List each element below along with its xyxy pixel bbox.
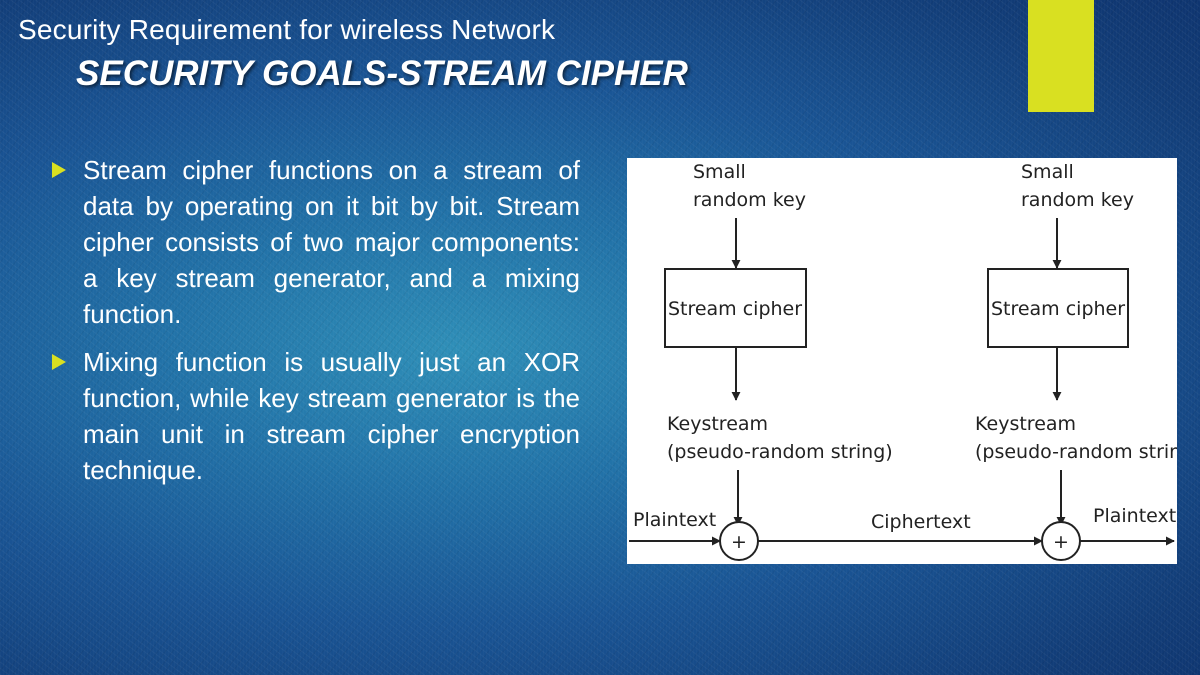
slide-title: SECURITY GOALS-STREAM CIPHER <box>76 54 688 93</box>
accent-bar <box>1028 0 1094 112</box>
stream-cipher-diagram: Small random key Stream cipher Keystream… <box>627 158 1177 564</box>
left-key-label-line1: Small <box>693 161 746 183</box>
triangle-right-icon <box>52 162 66 178</box>
right-xor-symbol: + <box>1053 531 1069 553</box>
bullet-item: Stream cipher functions on a stream of d… <box>48 152 580 332</box>
slide-subtitle: Security Requirement for wireless Networ… <box>18 14 556 45</box>
right-keystream-label-line1: Keystream <box>975 413 1076 435</box>
plaintext-in-label: Plaintext <box>633 509 716 531</box>
left-keystream-label-line1: Keystream <box>667 413 768 435</box>
left-keystream-label-line2: (pseudo-random string) <box>667 441 893 463</box>
left-stream-cipher-label: Stream cipher <box>668 298 802 320</box>
ciphertext-label: Ciphertext <box>871 511 971 533</box>
left-stream-cipher-box <box>664 268 807 348</box>
bullet-text: Stream cipher functions on a stream of d… <box>83 155 580 329</box>
right-key-label-line2: random key <box>1021 189 1134 211</box>
triangle-right-icon <box>52 354 66 370</box>
right-keystream-label-line2: (pseudo-random string) <box>975 441 1177 463</box>
right-key-label-line1: Small <box>1021 161 1074 183</box>
plaintext-out-label: Plaintext <box>1093 505 1176 527</box>
bullet-list: Stream cipher functions on a stream of d… <box>48 152 580 500</box>
right-stream-cipher-box <box>987 268 1129 348</box>
bullet-text: Mixing function is usually just an XOR f… <box>83 347 580 485</box>
right-stream-cipher-label: Stream cipher <box>991 298 1125 320</box>
bullet-item: Mixing function is usually just an XOR f… <box>48 344 580 488</box>
diagram-svg: Small random key Stream cipher Keystream… <box>629 161 1177 561</box>
left-xor-symbol: + <box>731 531 747 553</box>
left-key-label-line2: random key <box>693 189 806 211</box>
